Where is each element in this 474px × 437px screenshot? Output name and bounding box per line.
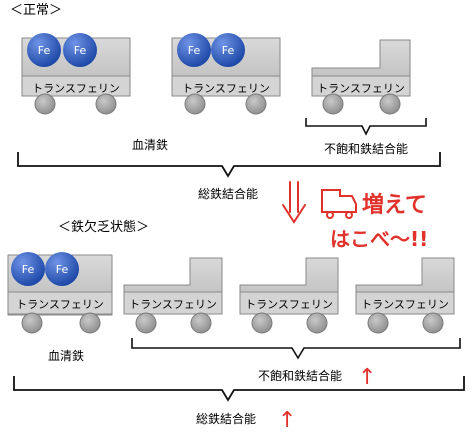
iron-label: Fe [222, 44, 235, 57]
iron-label: Fe [74, 44, 87, 57]
label-uibc: 不飽和鉄結合能 [324, 141, 408, 156]
label-uibc: 不飽和鉄結合能 [258, 368, 342, 383]
label-serum-iron: 血清鉄 [48, 348, 84, 363]
truck-label: トランスフェリン [129, 298, 217, 311]
truck-label: トランスフェリン [317, 82, 405, 95]
iron-ball [63, 33, 97, 67]
truck-label: トランスフェリン [32, 82, 120, 95]
iron-label: Fe [188, 44, 201, 57]
transferrin-truck-empty: トランスフェリン [311, 39, 411, 115]
truck-label: トランスフェリン [245, 298, 333, 311]
label-tibc: 総鉄結合能 [198, 186, 258, 201]
iron-label: Fe [38, 44, 51, 57]
transferrin-truck-loaded: Fe Fe トランスフェリン [7, 252, 113, 334]
label-tibc: 総鉄結合能 [196, 411, 256, 426]
increase-annotation: 増えて はこべ〜!! [282, 181, 428, 251]
transferrin-truck-empty: トランスフェリン [123, 257, 223, 334]
iron-ball [45, 252, 79, 286]
label-serum-iron: 血清鉄 [132, 137, 168, 152]
truck-label: トランスフェリン [16, 298, 104, 311]
brace-uibc [305, 118, 427, 136]
truck-doodle-icon [321, 189, 357, 213]
truck-label: トランスフェリン [182, 82, 270, 95]
brace-uibc [131, 338, 461, 360]
transferrin-truck-empty: トランスフェリン [355, 257, 455, 334]
increase-arrow-icon: ↑ [278, 408, 296, 433]
brace-tibc [13, 376, 465, 402]
annotation-line1: 増えて [362, 192, 427, 218]
truck-label: トランスフェリン [361, 298, 449, 311]
brace-tibc [17, 152, 441, 178]
down-arrow-icon [282, 181, 306, 224]
transferrin-truck-loaded: Fe Fe トランスフェリン [21, 33, 131, 115]
iron-label: Fe [56, 263, 69, 276]
iron-ball [27, 33, 61, 67]
increase-arrow-icon: ↑ [358, 365, 376, 390]
annotation-line2: はこべ〜!! [330, 227, 428, 251]
iron-ball [211, 33, 245, 67]
section-title-normal: ＜正常＞ [10, 3, 62, 18]
transferrin-truck-loaded: Fe Fe トランスフェリン [171, 33, 281, 115]
transferrin-truck-empty: トランスフェリン [239, 257, 339, 334]
section-title-deficiency: ＜鉄欠乏状態＞ [58, 219, 149, 235]
iron-label: Fe [22, 263, 35, 276]
iron-ball [177, 33, 211, 67]
iron-ball [11, 252, 45, 286]
